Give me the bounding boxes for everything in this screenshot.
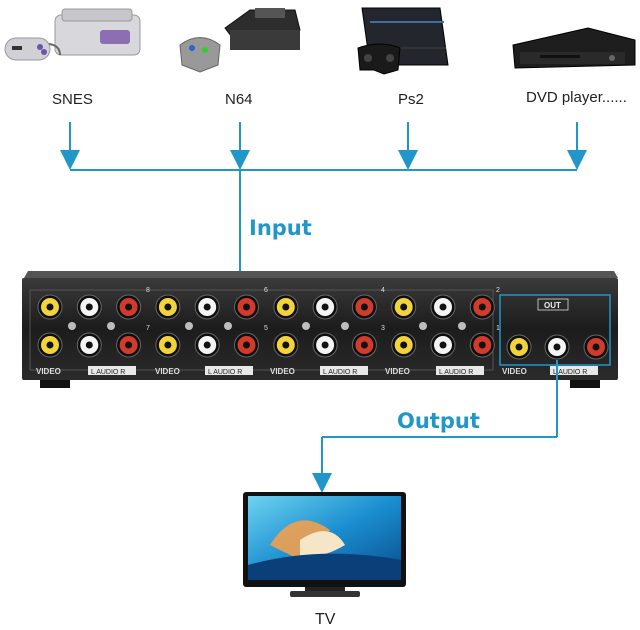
audio-label: L AUDIO R — [553, 369, 587, 376]
screw — [419, 322, 427, 330]
input-jack — [312, 294, 338, 320]
output-jack — [544, 334, 570, 360]
audio-label: L AUDIO R — [439, 369, 473, 376]
input-number: 4 — [381, 287, 385, 294]
n64-console-icon — [179, 8, 301, 73]
input-jack — [37, 294, 63, 320]
snes-console-icon — [4, 8, 141, 61]
screw — [185, 322, 193, 330]
audio-label-bg — [550, 366, 598, 375]
audio-label: L AUDIO R — [323, 369, 357, 376]
input-jack — [116, 332, 142, 358]
device-label-ps2: Ps2 — [398, 91, 424, 108]
input-jack — [430, 332, 456, 358]
input-jack — [194, 294, 220, 320]
device-label-dvd: DVD player...... — [526, 89, 627, 106]
input-number: 5 — [264, 325, 268, 332]
input-jack — [155, 332, 181, 358]
input-jack — [155, 294, 181, 320]
av-switch-box: 8 6 4 2 7 5 3 1 OUT VIDEO L AUDIO R VIDEO L AUDIO R V… — [22, 271, 618, 388]
input-jack — [234, 332, 259, 358]
tv-icon — [243, 492, 406, 597]
input-label: Input — [249, 216, 312, 240]
input-bus-lines — [60, 122, 587, 295]
output-line — [312, 360, 558, 493]
input-jack — [391, 294, 417, 320]
out-label: OUT — [544, 301, 561, 310]
input-jack — [76, 294, 102, 320]
input-number: 8 — [146, 287, 150, 294]
audio-label-bg — [205, 366, 253, 375]
audio-label: L AUDIO R — [91, 369, 125, 376]
audio-label: L AUDIO R — [208, 369, 242, 376]
video-label: VIDEO — [385, 367, 410, 376]
output-jack — [583, 334, 609, 360]
screw — [224, 322, 232, 330]
rca-jacks: 8 6 4 2 7 5 3 1 OUT VIDEO L AUDIO R VIDEO L AUDIO R V… — [36, 287, 609, 376]
input-number: 7 — [146, 325, 150, 332]
input-jack — [312, 332, 338, 358]
video-label: VIDEO — [270, 367, 295, 376]
input-jack — [351, 294, 377, 320]
ps2-console-icon — [357, 7, 449, 75]
dvd-player-icon — [512, 27, 636, 69]
output-jack — [506, 334, 532, 360]
screw — [341, 322, 349, 330]
video-label: VIDEO — [155, 367, 180, 376]
input-jack — [76, 332, 102, 358]
screw — [458, 322, 466, 330]
input-jack — [351, 332, 377, 358]
input-jack — [273, 332, 299, 358]
input-number: 1 — [496, 325, 500, 332]
input-jack — [273, 294, 299, 320]
input-jack — [469, 294, 495, 320]
video-label: VIDEO — [36, 367, 61, 376]
input-jack — [116, 294, 142, 320]
screw — [107, 322, 115, 330]
input-jack — [37, 332, 63, 358]
input-number: 3 — [381, 325, 385, 332]
audio-label-bg — [436, 366, 484, 375]
input-jack — [234, 294, 259, 320]
audio-label-bg — [88, 366, 136, 375]
input-jack — [194, 332, 220, 358]
input-jack — [430, 294, 456, 320]
screw — [302, 322, 310, 330]
output-label: Output — [397, 409, 480, 433]
input-jack — [469, 332, 495, 358]
video-label: VIDEO — [502, 367, 527, 376]
tv-label: TV — [315, 611, 336, 628]
input-jack — [391, 332, 417, 358]
out-label-box — [537, 298, 569, 311]
device-label-snes: SNES — [52, 91, 93, 108]
input-number: 6 — [264, 287, 268, 294]
audio-label-bg — [320, 366, 368, 375]
screw — [68, 322, 76, 330]
device-label-n64: N64 — [225, 91, 253, 108]
input-number: 2 — [496, 287, 500, 294]
